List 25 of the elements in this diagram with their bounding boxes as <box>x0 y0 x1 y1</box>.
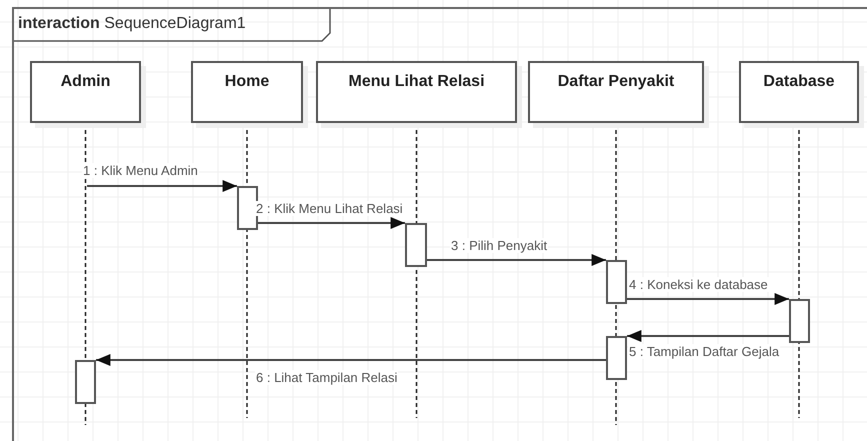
message-arrow <box>427 254 606 266</box>
message-arrow <box>627 330 789 342</box>
activation-bar <box>606 260 627 304</box>
activation-bar <box>237 186 258 230</box>
message-label: 6 : Lihat Tampilan Relasi <box>255 370 398 385</box>
message-label: 2 : Klik Menu Lihat Relasi <box>255 201 404 216</box>
frame-title: interaction SequenceDiagram1 <box>17 14 247 34</box>
participant-name: Home <box>224 73 270 91</box>
message-label: 5 : Tampilan Daftar Gejala <box>628 344 780 359</box>
message-arrow <box>627 293 789 305</box>
message-label: 1 : Klik Menu Admin <box>82 163 199 178</box>
activation-bar <box>789 299 810 343</box>
message-label: 4 : Koneksi ke database <box>628 277 769 292</box>
frame <box>12 7 867 441</box>
participant-name: Menu Lihat Relasi <box>347 73 486 91</box>
message-arrow <box>96 354 606 366</box>
message-label: 3 : Pilih Penyakit <box>450 238 548 253</box>
participant-name: Admin <box>60 73 112 91</box>
activation-bar <box>606 336 627 380</box>
activation-bar <box>75 360 96 404</box>
message-arrow <box>87 180 237 192</box>
participant-name: Database <box>762 73 836 91</box>
message-arrow <box>258 217 405 229</box>
activation-bar <box>405 223 427 267</box>
participant-name: Daftar Penyakit <box>556 73 676 91</box>
